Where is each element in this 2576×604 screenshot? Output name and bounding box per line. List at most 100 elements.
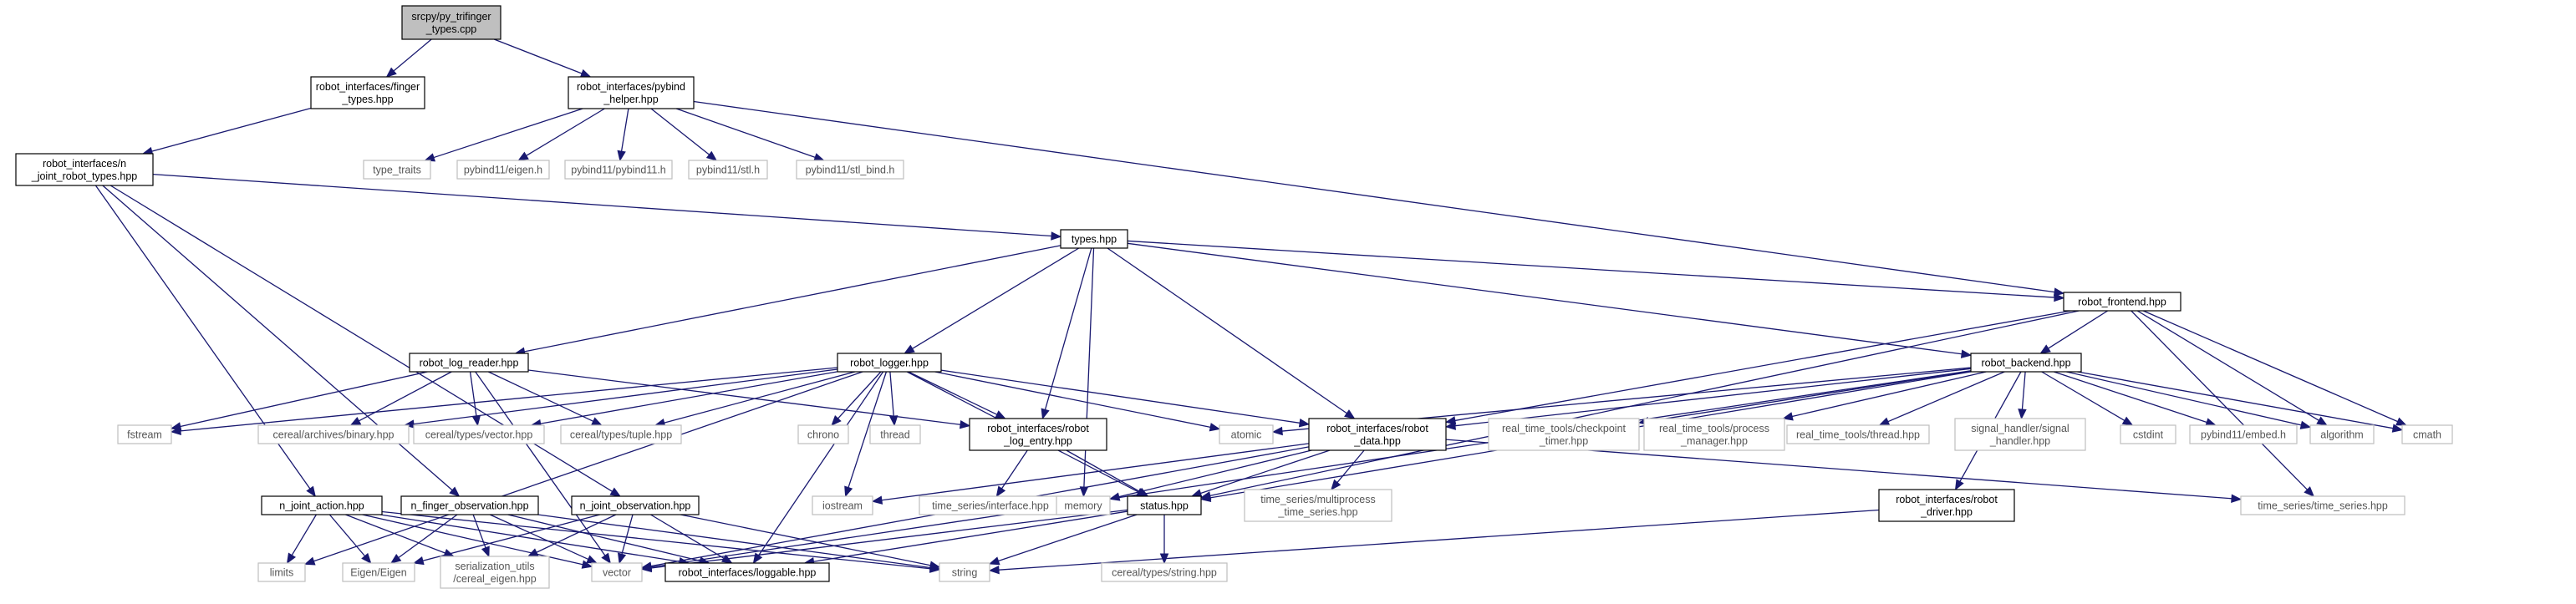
node-box	[1878, 489, 2015, 522]
edge-line	[152, 173, 1052, 237]
node-label: _data.hpp	[1353, 435, 1401, 447]
node-robot_driver[interactable]: robot_interfaces/robot_driver.hpp	[1878, 489, 2015, 522]
node-label: robot_interfaces/n	[43, 158, 126, 170]
edge-robot_logger-to-robot_data	[940, 369, 1311, 428]
edge-line	[536, 514, 617, 553]
node-label: time_series/time_series.hpp	[2258, 500, 2388, 512]
edge-line	[109, 185, 613, 492]
node-robot_backend[interactable]: robot_backend.hpp	[1970, 353, 2082, 373]
node-label: real_time_tools/thread.hpp	[1796, 429, 1920, 441]
edge-line	[2136, 310, 2319, 421]
node-n_joint_action[interactable]: n_joint_action.hpp	[261, 495, 383, 515]
node-label: _helper.hpp	[603, 94, 658, 105]
edge-types-to-robot_log_reader	[514, 245, 1061, 356]
edge-robot_logger-to-iostream	[844, 371, 888, 498]
node-root: srcpy/py_trifinger_types.cpp	[401, 5, 501, 40]
node-cereal_binary: cereal/archives/binary.hpp	[257, 424, 410, 444]
node-box	[591, 562, 643, 582]
arrowhead-icon	[988, 556, 1000, 566]
edge-robot_frontend-to-cmath	[2142, 310, 2407, 426]
arrowhead-icon	[1344, 409, 1356, 419]
edge-line	[526, 108, 605, 156]
node-label: robot_log_reader.hpp	[420, 358, 519, 369]
node-label: _manager.hpp	[1680, 435, 1748, 447]
node-rt_process: real_time_tools/process_manager.hpp	[1643, 418, 1785, 451]
node-status[interactable]: status.hpp	[1127, 495, 1202, 515]
node-n_joint_robot_types[interactable]: robot_interfaces/n_joint_robot_types.hpp	[15, 153, 154, 186]
node-box	[1219, 424, 1274, 444]
node-label: n_joint_observation.hpp	[580, 500, 691, 512]
edge-n_joint_robot_types-to-n_finger_observation	[102, 185, 461, 497]
arrowhead-icon	[1209, 423, 1221, 432]
node-box	[1060, 229, 1128, 249]
edge-n_finger_observation-to-serialization_utils	[472, 514, 490, 558]
edge-n_finger_observation-to-eigen	[389, 514, 458, 564]
edge-robot_logger-to-limits	[303, 371, 863, 566]
node-box	[837, 353, 942, 373]
edge-line	[675, 108, 816, 158]
edge-status-to-vector	[640, 509, 1128, 573]
node-box	[797, 424, 849, 444]
arrowhead-icon	[449, 486, 461, 497]
node-label: _types.cpp	[425, 23, 477, 35]
node-label: pybind11/pybind11.h	[571, 165, 666, 176]
edge-robot_backend-to-cmath	[2077, 371, 2404, 433]
node-label: cereal/types/string.hpp	[1112, 567, 1217, 579]
node-label: pybind11/stl.h	[696, 165, 760, 176]
node-box	[1308, 418, 1447, 451]
node-n_finger_observation[interactable]: n_finger_observation.hpp	[400, 495, 539, 515]
node-loggable[interactable]: robot_interfaces/loggable.hpp	[664, 562, 830, 582]
arrowhead-icon	[1331, 479, 1341, 491]
node-box	[796, 160, 904, 180]
node-vector: vector	[591, 562, 643, 582]
node-robot_log_reader[interactable]: robot_log_reader.hpp	[409, 353, 529, 373]
node-label: type_traits	[373, 165, 421, 176]
edge-robot_frontend-to-ts_time_series	[2131, 310, 2315, 497]
edge-line	[1044, 247, 1092, 410]
node-label: robot_logger.hpp	[850, 358, 929, 369]
edge-line	[2142, 310, 2398, 423]
arrowhead-icon	[1041, 408, 1050, 420]
node-box	[812, 495, 873, 515]
node-label: _handler.hpp	[1989, 435, 2050, 447]
node-box	[564, 160, 673, 180]
node-n_joint_observation[interactable]: n_joint_observation.hpp	[571, 495, 700, 515]
node-finger_types[interactable]: robot_interfaces/finger_types.hpp	[310, 76, 425, 109]
node-robot_data[interactable]: robot_interfaces/robot_data.hpp	[1308, 418, 1447, 451]
node-types[interactable]: types.hpp	[1060, 229, 1128, 249]
node-serialization_utils: serialization_utils/cereal_eigen.hpp	[440, 556, 550, 589]
node-box	[257, 562, 306, 582]
edge-line	[540, 371, 838, 424]
arrowhead-icon	[2039, 344, 2051, 354]
node-box	[401, 5, 501, 40]
node-label: limits	[270, 567, 293, 579]
node-robot_log_entry[interactable]: robot_interfaces/robot_log_entry.hpp	[969, 418, 1107, 451]
arrowhead-icon	[609, 487, 622, 497]
node-robot_frontend[interactable]: robot_frontend.hpp	[2063, 292, 2181, 312]
node-label: robot_interfaces/loggable.hpp	[679, 567, 817, 579]
node-label: serialization_utils	[455, 561, 534, 572]
edge-line	[908, 371, 998, 415]
node-robot_logger[interactable]: robot_logger.hpp	[837, 353, 942, 373]
edge-n_joint_observation-to-vector	[618, 514, 634, 565]
edge-robot_log_reader-to-vector	[475, 371, 612, 565]
node-box	[688, 160, 768, 180]
node-box	[568, 76, 695, 109]
arrowhead-icon	[591, 417, 603, 426]
node-box	[1970, 353, 2082, 373]
edge-line	[693, 100, 2055, 293]
node-pybind_helper[interactable]: robot_interfaces/pybind_helper.hpp	[568, 76, 695, 109]
edge-line	[848, 371, 888, 488]
node-label: time_series/interface.hpp	[932, 500, 1049, 512]
node-box	[456, 160, 550, 180]
arrowhead-icon	[2054, 292, 2065, 302]
arrowhead-icon	[929, 561, 941, 570]
edge-line	[102, 185, 453, 491]
edge-line	[650, 370, 1972, 568]
edge-line	[527, 369, 961, 425]
node-label: Eigen/Eigen	[350, 567, 406, 579]
edge-n_joint_robot_types-to-types	[152, 173, 1062, 241]
arrowhead-icon	[721, 554, 733, 564]
node-pybind11_stl_bind: pybind11/stl_bind.h	[796, 160, 904, 180]
arrowhead-icon	[170, 426, 181, 436]
